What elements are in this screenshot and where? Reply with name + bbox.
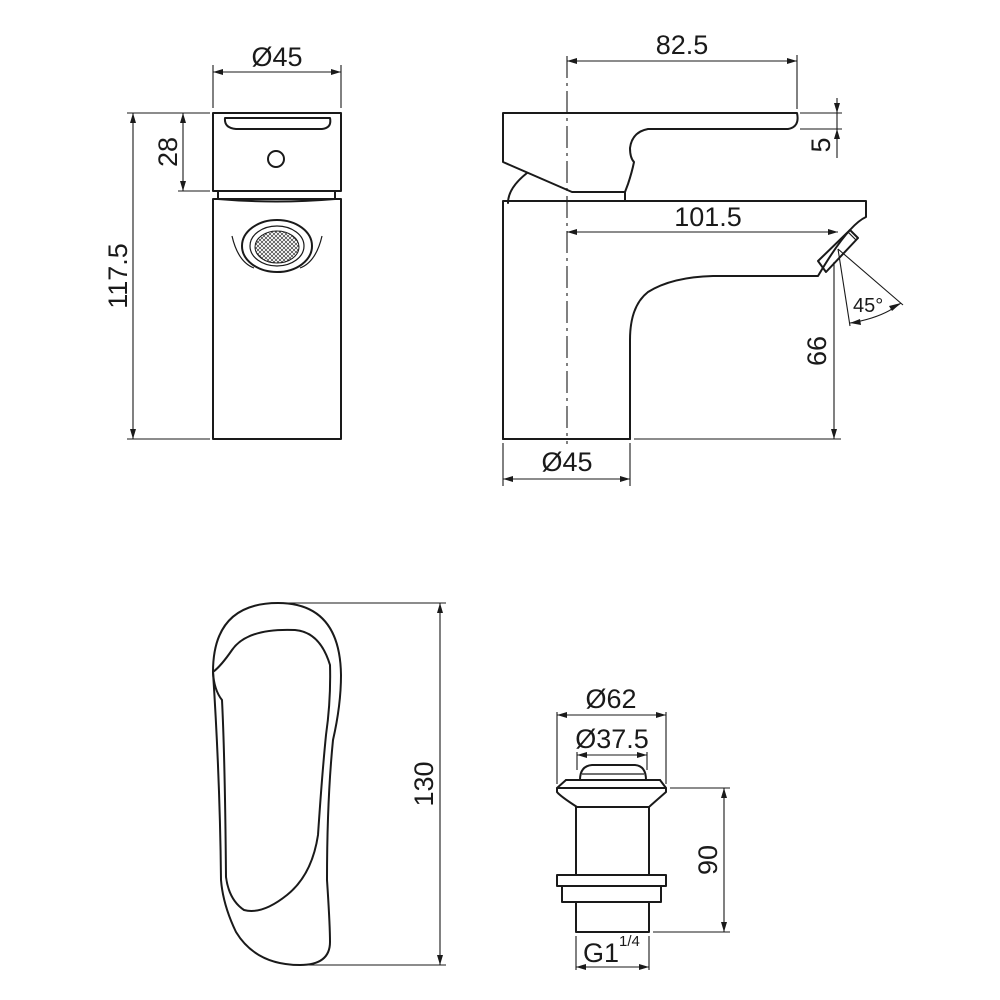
dim-side-base: Ø45 xyxy=(502,443,631,486)
waste-thread-lower xyxy=(575,901,650,933)
dim-front-width-label: Ø45 xyxy=(251,42,302,72)
front-view: Ø45 117.5 28 xyxy=(103,42,342,440)
side-body-spout xyxy=(502,200,867,440)
dim-front-height-label: 117.5 xyxy=(103,243,133,309)
dim-side-thickness: 5 xyxy=(800,98,842,158)
dim-front-handle-label: 28 xyxy=(153,137,183,167)
front-aerator xyxy=(231,219,323,273)
waste-nut xyxy=(561,885,662,903)
side-handle-lever xyxy=(502,112,799,193)
dim-waste-cap-label: Ø37.5 xyxy=(575,724,649,754)
waste-washer xyxy=(556,874,667,887)
dim-side-thickness-label: 5 xyxy=(806,137,836,152)
front-handle-hole xyxy=(267,150,285,168)
waste-thread-upper xyxy=(575,806,650,876)
dim-front-height: 117.5 xyxy=(103,112,210,440)
waste-drain-view: Ø62 Ø37.5 90 G1 1/4 xyxy=(556,684,730,970)
front-handle-recess xyxy=(223,117,332,130)
dim-waste-thread-label: G1 xyxy=(583,938,619,968)
dim-side-spout-height: 66 xyxy=(634,262,841,440)
top-view: 130 xyxy=(212,602,446,966)
side-collar xyxy=(507,172,528,204)
dim-side-spout-height-label: 66 xyxy=(802,336,832,366)
dim-side-handle-label: 82.5 xyxy=(656,30,709,60)
dim-top-length: 130 xyxy=(285,602,446,966)
dim-front-width: Ø45 xyxy=(212,42,342,108)
front-handle-block xyxy=(212,112,342,192)
dim-waste-height-label: 90 xyxy=(693,845,723,875)
dim-side-reach-label: 101.5 xyxy=(674,202,742,232)
side-view: 82.5 5 101.5 45° xyxy=(502,30,904,486)
dim-waste-height: 90 xyxy=(653,787,730,933)
dim-waste-thread-fraction: 1/4 xyxy=(619,933,640,950)
dim-side-reach: 101.5 xyxy=(567,202,838,235)
dim-waste-cap: Ø37.5 xyxy=(575,724,649,770)
dim-waste-flange: Ø62 xyxy=(556,684,667,784)
dim-side-handle: 82.5 xyxy=(567,30,798,109)
side-aerator xyxy=(817,229,859,273)
dim-side-angle: 45° xyxy=(837,248,904,327)
dim-waste-flange-label: Ø62 xyxy=(585,684,636,714)
dim-front-handle: 28 xyxy=(153,113,210,192)
front-body xyxy=(212,198,342,440)
dim-waste-thread: G1 1/4 xyxy=(575,933,650,970)
dim-top-length-label: 130 xyxy=(409,761,439,806)
dim-side-angle-label: 45° xyxy=(853,295,883,317)
top-view-outline xyxy=(212,602,342,966)
dim-side-base-label: Ø45 xyxy=(541,447,592,477)
waste-cap xyxy=(579,764,647,781)
top-view-lever-face xyxy=(212,628,332,912)
waste-flange xyxy=(556,787,667,808)
